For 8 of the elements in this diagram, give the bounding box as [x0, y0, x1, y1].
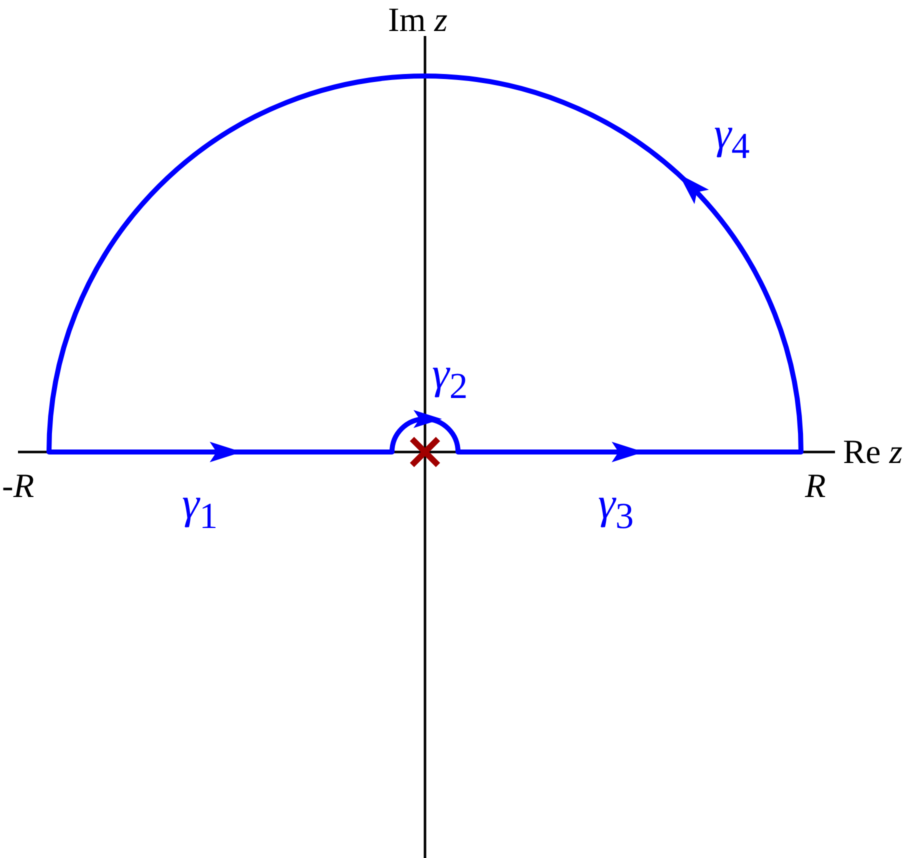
contour-label: γ$_{1}$: [182, 482, 218, 534]
axis-label: Im z: [388, 4, 448, 38]
axis-label: Re z: [843, 436, 903, 470]
tick-label: R: [805, 470, 826, 504]
contour-label: γ$_{2}$: [432, 352, 468, 404]
contour-label: γ$_{3}$: [598, 482, 634, 534]
contour-label: γ$_{4}$: [714, 112, 750, 164]
tick-label: -R: [2, 470, 34, 504]
